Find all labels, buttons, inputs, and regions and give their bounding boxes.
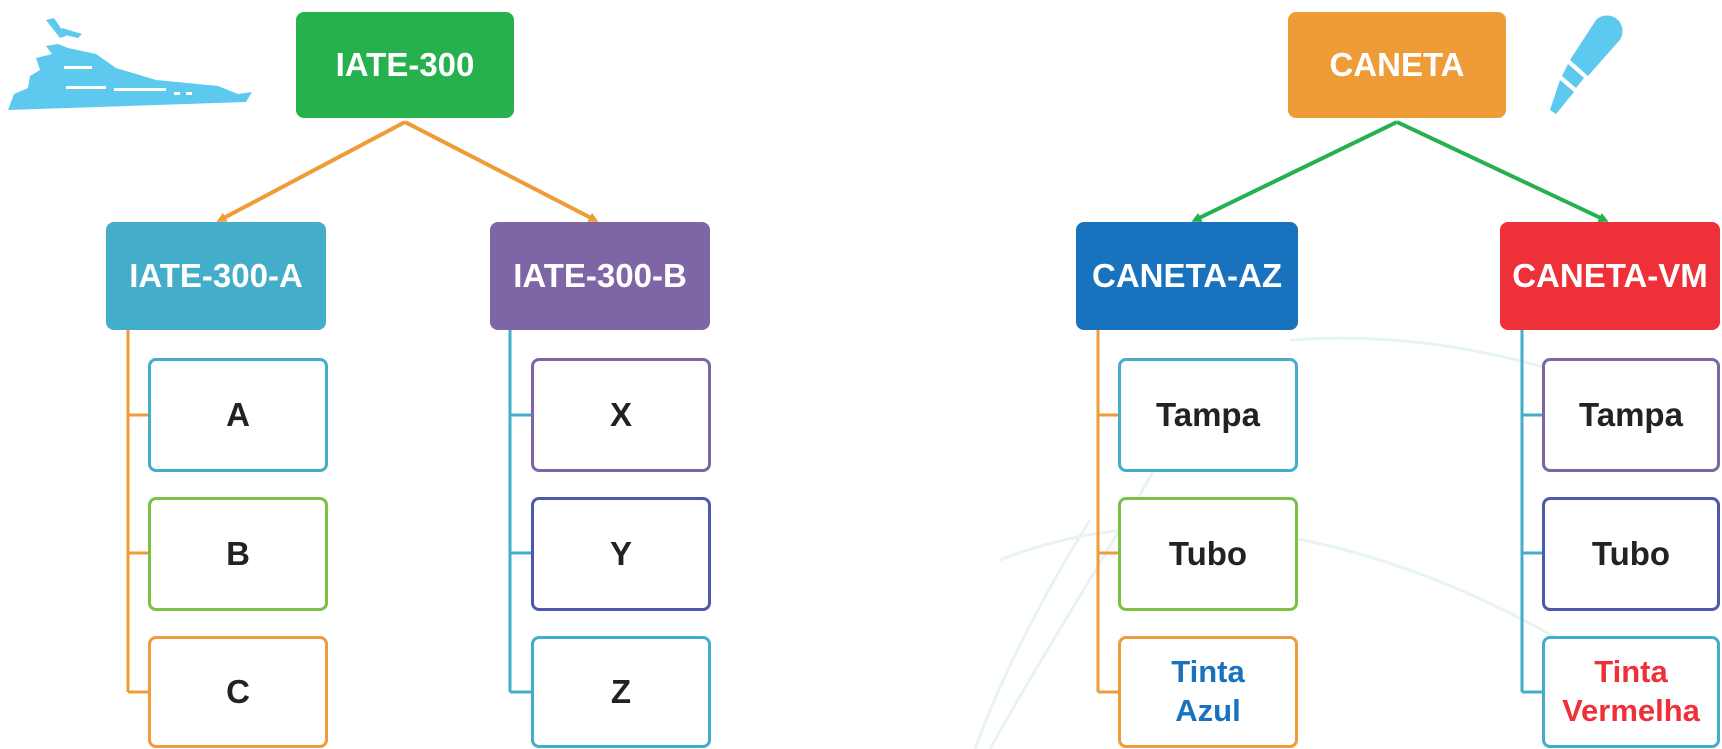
leaf-caneta-vm-tubo: Tubo — [1542, 497, 1720, 611]
pen-icon — [1550, 15, 1623, 114]
node-iate-300-a: IATE-300-A — [106, 222, 326, 330]
bracket-caneta-vm — [1520, 330, 1544, 694]
arrow-iate-300-to-b — [404, 120, 599, 222]
leaf-z: Z — [531, 636, 711, 748]
bracket-iate-300-a — [126, 330, 150, 694]
leaf-caneta-az-tinta: Tinta Azul — [1118, 636, 1298, 748]
leaf-c: C — [148, 636, 328, 748]
yacht-icon — [8, 18, 252, 110]
leaf-caneta-az-tampa: Tampa — [1118, 358, 1298, 472]
leaf-caneta-vm-tampa: Tampa — [1542, 358, 1720, 472]
leaf-b: B — [148, 497, 328, 611]
leaf-x: X — [531, 358, 711, 472]
node-caneta-az: CANETA-AZ — [1076, 222, 1298, 330]
leaf-a: A — [148, 358, 328, 472]
bracket-caneta-az — [1096, 330, 1120, 694]
node-iate-300-b: IATE-300-B — [490, 222, 710, 330]
leaf-y: Y — [531, 497, 711, 611]
leaf-caneta-vm-tinta: Tinta Vermelha — [1542, 636, 1720, 748]
arrow-iate-300-to-a — [216, 120, 406, 222]
node-iate-300: IATE-300 — [296, 12, 514, 118]
leaf-caneta-az-tubo: Tubo — [1118, 497, 1298, 611]
node-caneta: CANETA — [1288, 12, 1506, 118]
arrow-caneta-to-az — [1191, 120, 1398, 222]
arrow-caneta-to-vm — [1396, 120, 1609, 222]
bracket-iate-300-b — [508, 330, 532, 694]
node-caneta-vm: CANETA-VM — [1500, 222, 1720, 330]
